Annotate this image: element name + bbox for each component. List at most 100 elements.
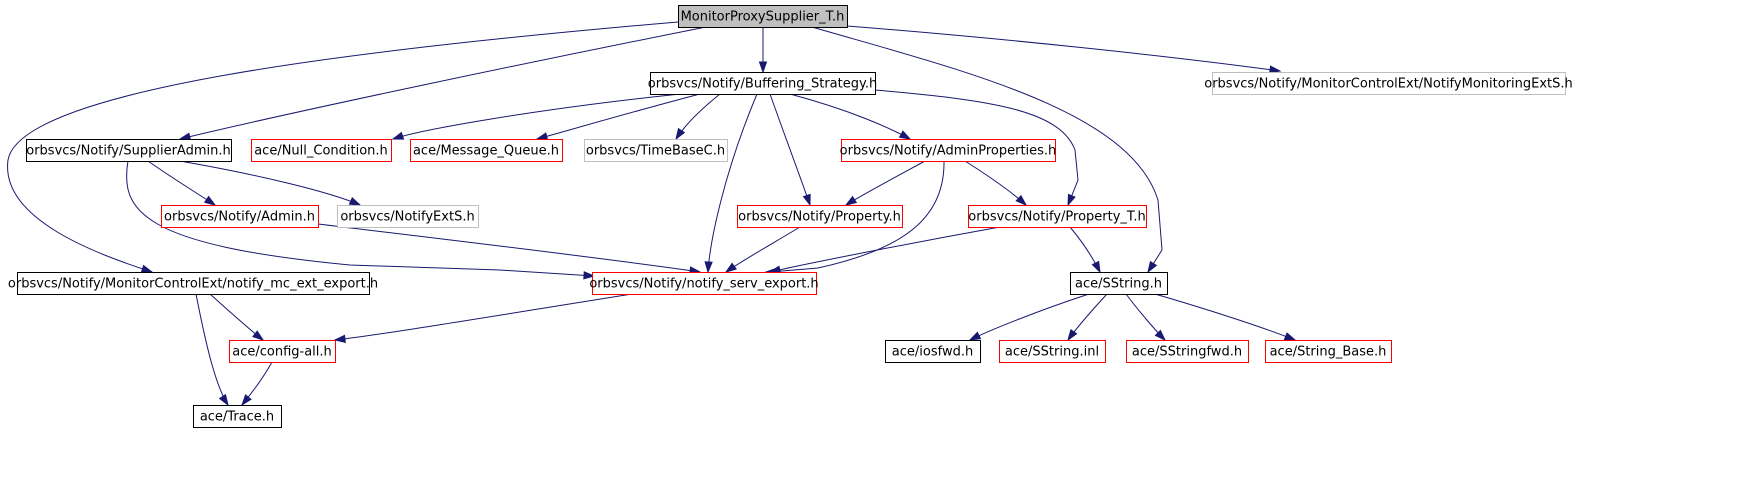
edge-line [209, 293, 264, 341]
edge-line [195, 293, 229, 406]
edge-buffering-to-property [769, 93, 811, 207]
node-box [410, 139, 563, 162]
node-adminprops[interactable]: orbsvcs/Notify/AdminProperties.h [840, 139, 1057, 162]
arrowhead-icon [203, 195, 217, 206]
node-box [1070, 272, 1168, 295]
node-configall[interactable]: ace/config-all.h [229, 340, 336, 363]
node-label: orbsvcs/Notify/SupplierAdmin.h [26, 144, 231, 159]
node-box [737, 205, 903, 228]
edge-mcexport-to-configall [209, 293, 265, 341]
node-supadmin[interactable]: orbsvcs/Notify/SupplierAdmin.h [26, 139, 232, 162]
arrowhead-icon [1015, 194, 1028, 207]
arrowhead-icon [704, 261, 713, 274]
node-admin[interactable]: orbsvcs/Notify/Admin.h [161, 205, 319, 228]
arrowhead-icon [583, 271, 596, 280]
node-box [337, 205, 479, 228]
edge-configall-to-trace [241, 361, 273, 407]
arrowhead-icon [1283, 332, 1297, 341]
node-msgqueue[interactable]: ace/Message_Queue.h [410, 139, 563, 162]
node-box [584, 139, 728, 162]
edge-supadmin-to-servexport [126, 160, 596, 280]
node-box [17, 272, 370, 295]
node-notifyext[interactable]: orbsvcs/NotifyExtS.h [337, 205, 479, 228]
edge-line [725, 226, 801, 273]
node-label: orbsvcs/Notify/notify_serv_export.h [589, 277, 818, 292]
nodes-layer: MonitorProxySupplier_T.h orbsvcs/Notify/B… [8, 5, 1573, 428]
edge-root-to-sstring [811, 26, 1163, 274]
node-trace[interactable]: ace/Trace.h [193, 405, 282, 428]
edge-buffering-to-servexport [704, 93, 758, 274]
edge-root-to-mcexport [7, 21, 679, 273]
arrowhead-icon [758, 61, 768, 74]
node-timebase[interactable]: orbsvcs/TimeBaseC.h [584, 139, 728, 162]
edge-propertyt-to-sstring [1069, 226, 1101, 274]
arrowhead-icon [1067, 328, 1078, 342]
edge-sstring-to-sstringfwd [1125, 293, 1167, 342]
arrowhead-icon [1147, 260, 1158, 274]
node-stringbase[interactable]: ace/String_Base.h [1265, 340, 1392, 363]
edge-buffering-to-adminprops [789, 93, 912, 140]
node-label: orbsvcs/NotifyExtS.h [340, 210, 474, 225]
node-buffering[interactable]: orbsvcs/Notify/Buffering_Strategy.h [648, 72, 877, 95]
node-label: ace/SStringfwd.h [1132, 345, 1242, 360]
edge-line [392, 93, 681, 140]
edge-mcexport-to-trace [195, 293, 229, 407]
edge-line [179, 26, 707, 140]
node-monext[interactable]: orbsvcs/Notify/MonitorControlExt/NotifyM… [1204, 72, 1573, 95]
node-label: orbsvcs/TimeBaseC.h [586, 144, 725, 159]
edge-line [707, 93, 758, 273]
edge-line [1154, 293, 1296, 341]
arrowhead-icon [1091, 260, 1101, 274]
node-label: ace/Trace.h [200, 410, 274, 425]
node-box [1212, 72, 1566, 95]
node-box [161, 205, 319, 228]
arrowhead-icon [844, 195, 858, 206]
edge-sstring-to-iosfwd [968, 293, 1090, 341]
edge-supadmin-to-notifyext [179, 160, 362, 206]
arrowhead-icon [675, 127, 686, 141]
node-box [251, 139, 392, 162]
node-box [229, 340, 336, 363]
node-box [841, 139, 1056, 162]
edge-line [7, 21, 679, 273]
arrowhead-icon [898, 130, 912, 140]
node-label: MonitorProxySupplier_T.h [681, 10, 845, 25]
edge-servexport-to-configall [333, 293, 633, 344]
node-mcexport[interactable]: orbsvcs/Notify/MonitorControlExt/notify_… [8, 272, 378, 295]
node-iosfwd[interactable]: ace/iosfwd.h [885, 340, 981, 363]
edge-line [334, 293, 633, 341]
arrowhead-icon [252, 330, 265, 341]
arrowhead-icon [968, 331, 982, 341]
node-sstringfwd[interactable]: ace/SStringfwd.h [1126, 340, 1249, 363]
node-sstringinl[interactable]: ace/SString.inl [999, 340, 1106, 363]
node-label: ace/SString.inl [1005, 345, 1099, 360]
node-label: ace/config-all.h [232, 345, 332, 360]
node-root[interactable]: MonitorProxySupplier_T.h [678, 5, 848, 28]
edge-line [769, 93, 811, 206]
node-sstring[interactable]: ace/SString.h [1070, 272, 1168, 295]
arrowhead-icon [140, 264, 154, 273]
node-box [592, 272, 817, 295]
edge-root-to-buffering [758, 27, 768, 74]
node-nullcond[interactable]: ace/Null_Condition.h [251, 139, 392, 162]
arrowhead-icon [333, 334, 346, 344]
node-propertyt[interactable]: orbsvcs/Notify/Property_T.h [968, 205, 1147, 228]
edge-adminprops-to-propertyt [964, 160, 1028, 207]
edge-line [845, 160, 926, 206]
edge-line [179, 160, 361, 206]
node-label: orbsvcs/Notify/AdminProperties.h [840, 144, 1057, 159]
edge-line [766, 160, 945, 273]
node-property[interactable]: orbsvcs/Notify/Property.h [737, 205, 903, 228]
node-label: ace/String_Base.h [1270, 345, 1387, 360]
arrowhead-icon [348, 196, 362, 206]
arrowhead-icon [391, 131, 405, 140]
edge-line [964, 160, 1027, 206]
node-servexport[interactable]: orbsvcs/Notify/notify_serv_export.h [589, 272, 819, 295]
edge-root-to-monext [846, 25, 1282, 74]
arrowhead-icon [802, 193, 811, 207]
node-box [650, 72, 876, 95]
node-label: orbsvcs/Notify/Property_T.h [968, 210, 1145, 225]
edge-buffering-to-nullcond [391, 93, 681, 140]
edge-line [317, 223, 701, 273]
